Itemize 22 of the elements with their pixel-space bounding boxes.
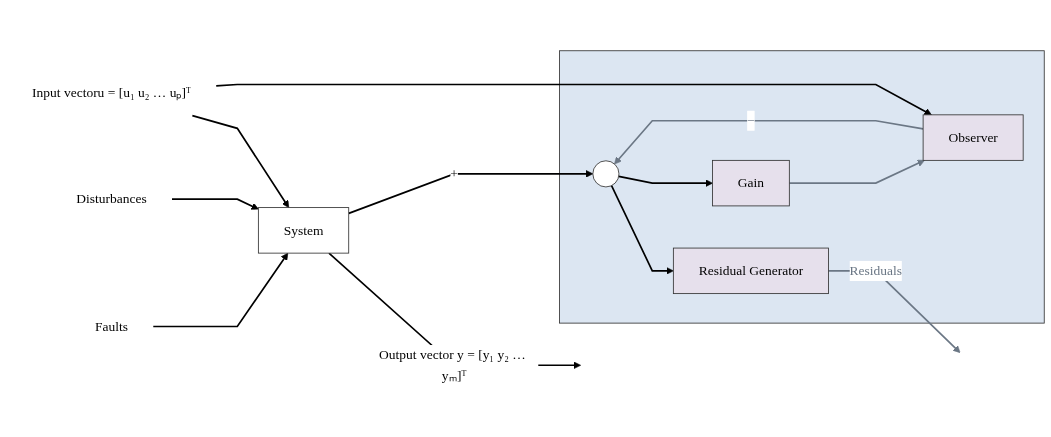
cluster bbox=[559, 50, 1045, 324]
arrow bbox=[347, 170, 594, 215]
node-circle bbox=[592, 160, 620, 188]
edge-label: Residuals bbox=[849, 263, 903, 278]
node-box: Residual Generator bbox=[672, 248, 829, 295]
arrow bbox=[614, 120, 924, 165]
node-box: Observer bbox=[922, 114, 1024, 162]
node-text: Disturbances bbox=[76, 191, 147, 207]
node-text: Input vectoru = [u₁ u₂ … uₚ]ᵀ bbox=[32, 85, 191, 101]
node-text: Faults bbox=[94, 319, 128, 334]
node-box: System bbox=[257, 207, 350, 254]
arrow bbox=[788, 160, 925, 185]
arrow bbox=[610, 185, 674, 275]
node-box: Gain bbox=[712, 160, 790, 207]
arrow bbox=[152, 253, 289, 328]
edge-label: + bbox=[450, 166, 458, 181]
arrow bbox=[191, 115, 290, 209]
edge-label: Output vector y = [y₁ y₂ … yₘ]ᵀ bbox=[379, 347, 526, 383]
arrow bbox=[617, 175, 713, 188]
edge-label: − bbox=[747, 113, 755, 128]
arrow bbox=[215, 84, 932, 116]
arrow bbox=[171, 198, 259, 210]
